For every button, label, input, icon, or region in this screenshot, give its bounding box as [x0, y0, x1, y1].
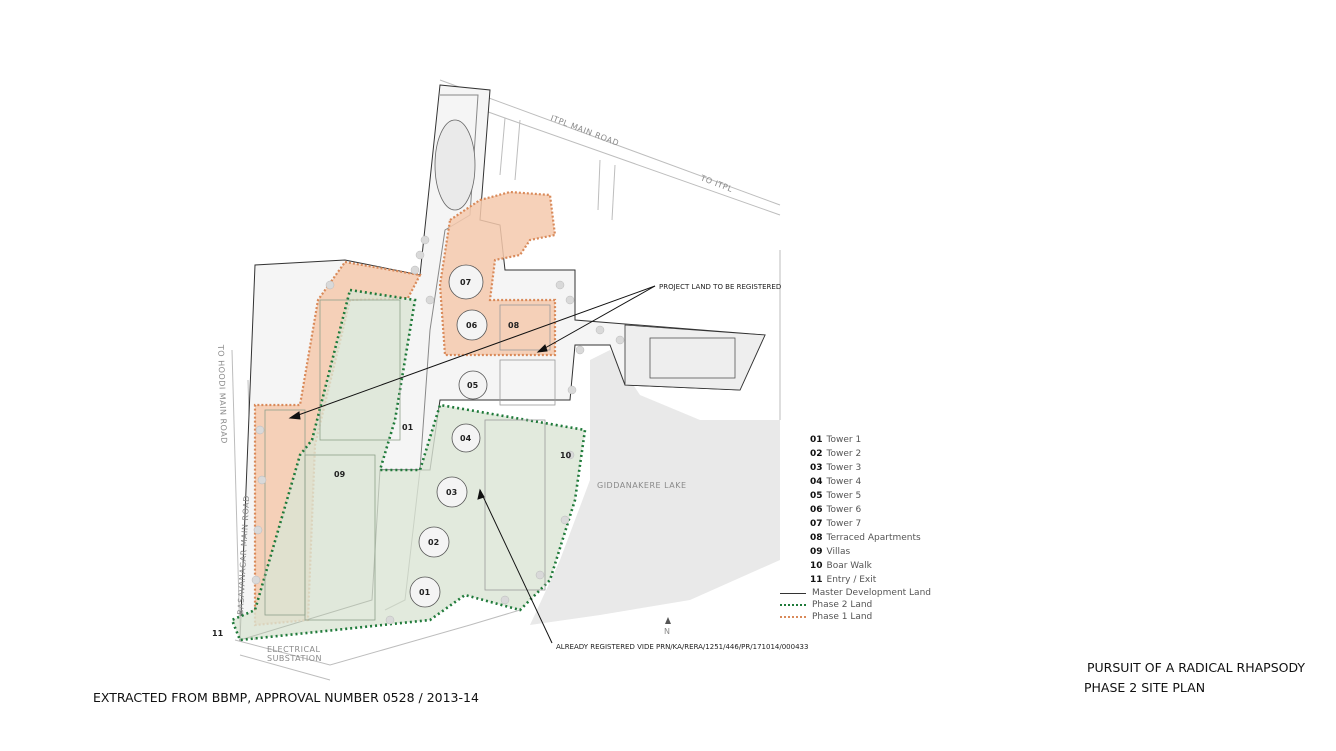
label-tower-2: 02	[428, 538, 439, 547]
legend-item-label: Entry / Exit	[826, 575, 877, 585]
legend-item-number: 01	[810, 435, 823, 445]
legend-line-green: Phase 2 Land	[780, 599, 980, 611]
label-tower-7: 07	[460, 278, 471, 287]
legend-line-label: Phase 1 Land	[812, 612, 873, 622]
label-tower-5: 05	[467, 381, 479, 390]
callout-arrows	[288, 285, 656, 644]
label-tower-6: 06	[466, 321, 478, 330]
legend-item-label: Tower 2	[826, 449, 862, 459]
legend-line-label: Phase 2 Land	[812, 600, 873, 610]
lake-label: GIDDANAKERE LAKE	[597, 481, 687, 490]
legend-item-number: 10	[810, 561, 823, 571]
legend-item-label: Terraced Apartments	[826, 533, 921, 543]
approval-caption: EXTRACTED FROM BBMP, APPROVAL NUMBER 052…	[93, 690, 479, 705]
legend-swatch-orange	[780, 616, 806, 618]
title-line-1: PURSUIT OF A RADICAL RHAPSODY	[1087, 660, 1306, 675]
label-villas-09: 09	[334, 470, 346, 479]
label-boardwalk-10: 10	[560, 451, 572, 460]
electrical-substation-label: ELECTRICAL SUBSTATION	[267, 645, 324, 663]
label-tower-4: 04	[460, 434, 472, 443]
road-label-itpl-main: ITPL MAIN ROAD	[549, 113, 620, 147]
label-entry-11: 11	[212, 629, 224, 638]
legend-item-label: Tower 5	[826, 491, 862, 501]
legend-item-label: Tower 3	[826, 463, 862, 473]
callout-project-land: PROJECT LAND TO BE REGISTERED	[659, 283, 781, 291]
legend-swatch-green	[780, 604, 806, 606]
road-label-to-hoodi: TO HOODI MAIN ROAD	[216, 344, 228, 444]
phase2-land	[230, 288, 587, 642]
legend-item-number: 07	[810, 519, 823, 529]
legend-item-label: Tower 1	[826, 435, 862, 445]
clubhouse-plot	[624, 324, 766, 391]
tree-dots	[251, 235, 625, 625]
title-line-2: PHASE 2 SITE PLAN	[1084, 680, 1206, 695]
legend-item-label: Tower 4	[826, 477, 862, 487]
label-road-01: 01	[402, 423, 414, 432]
north-label: N	[664, 627, 670, 636]
legend-item-label: Tower 7	[826, 519, 862, 529]
north-arrow-icon	[665, 617, 671, 624]
legend-item-number: 06	[810, 505, 823, 515]
legend-swatch-solid	[780, 592, 806, 594]
label-terraced-08: 08	[508, 321, 520, 330]
entry-roundabout	[434, 119, 476, 211]
legend-item-number: 08	[810, 533, 823, 543]
tower-footprints	[409, 264, 488, 608]
label-tower-3: 03	[446, 488, 457, 497]
lake-area	[530, 350, 780, 625]
substation-line-2: SUBSTATION	[267, 654, 322, 663]
legend-item-number: 04	[810, 477, 823, 487]
legend-item-label: Villas	[826, 547, 851, 557]
sports-court	[649, 337, 736, 379]
legend-item-number: 03	[810, 463, 823, 473]
legend-line-orange: Phase 1 Land	[780, 611, 980, 623]
label-tower-1: 01	[419, 588, 431, 597]
legend-item-number: 05	[810, 491, 823, 501]
legend-line-solid: Master Development Land	[780, 587, 980, 599]
substation-line-1: ELECTRICAL	[267, 645, 321, 654]
villa-blocks	[264, 299, 401, 621]
legend-item-number: 11	[810, 575, 823, 585]
legend-item-number: 02	[810, 449, 823, 459]
legend-item-number: 09	[810, 547, 823, 557]
legend-line-label: Master Development Land	[812, 588, 931, 598]
terraced-apartment-rows	[484, 304, 556, 591]
callout-already-registered: ALREADY REGISTERED VIDE PRN/KA/RERA/1251…	[556, 643, 808, 651]
legend-item-label: Boar Walk	[826, 561, 872, 571]
road-label-to-itpl: TO ITPL	[698, 173, 734, 194]
legend-item-label: Tower 6	[826, 505, 862, 515]
